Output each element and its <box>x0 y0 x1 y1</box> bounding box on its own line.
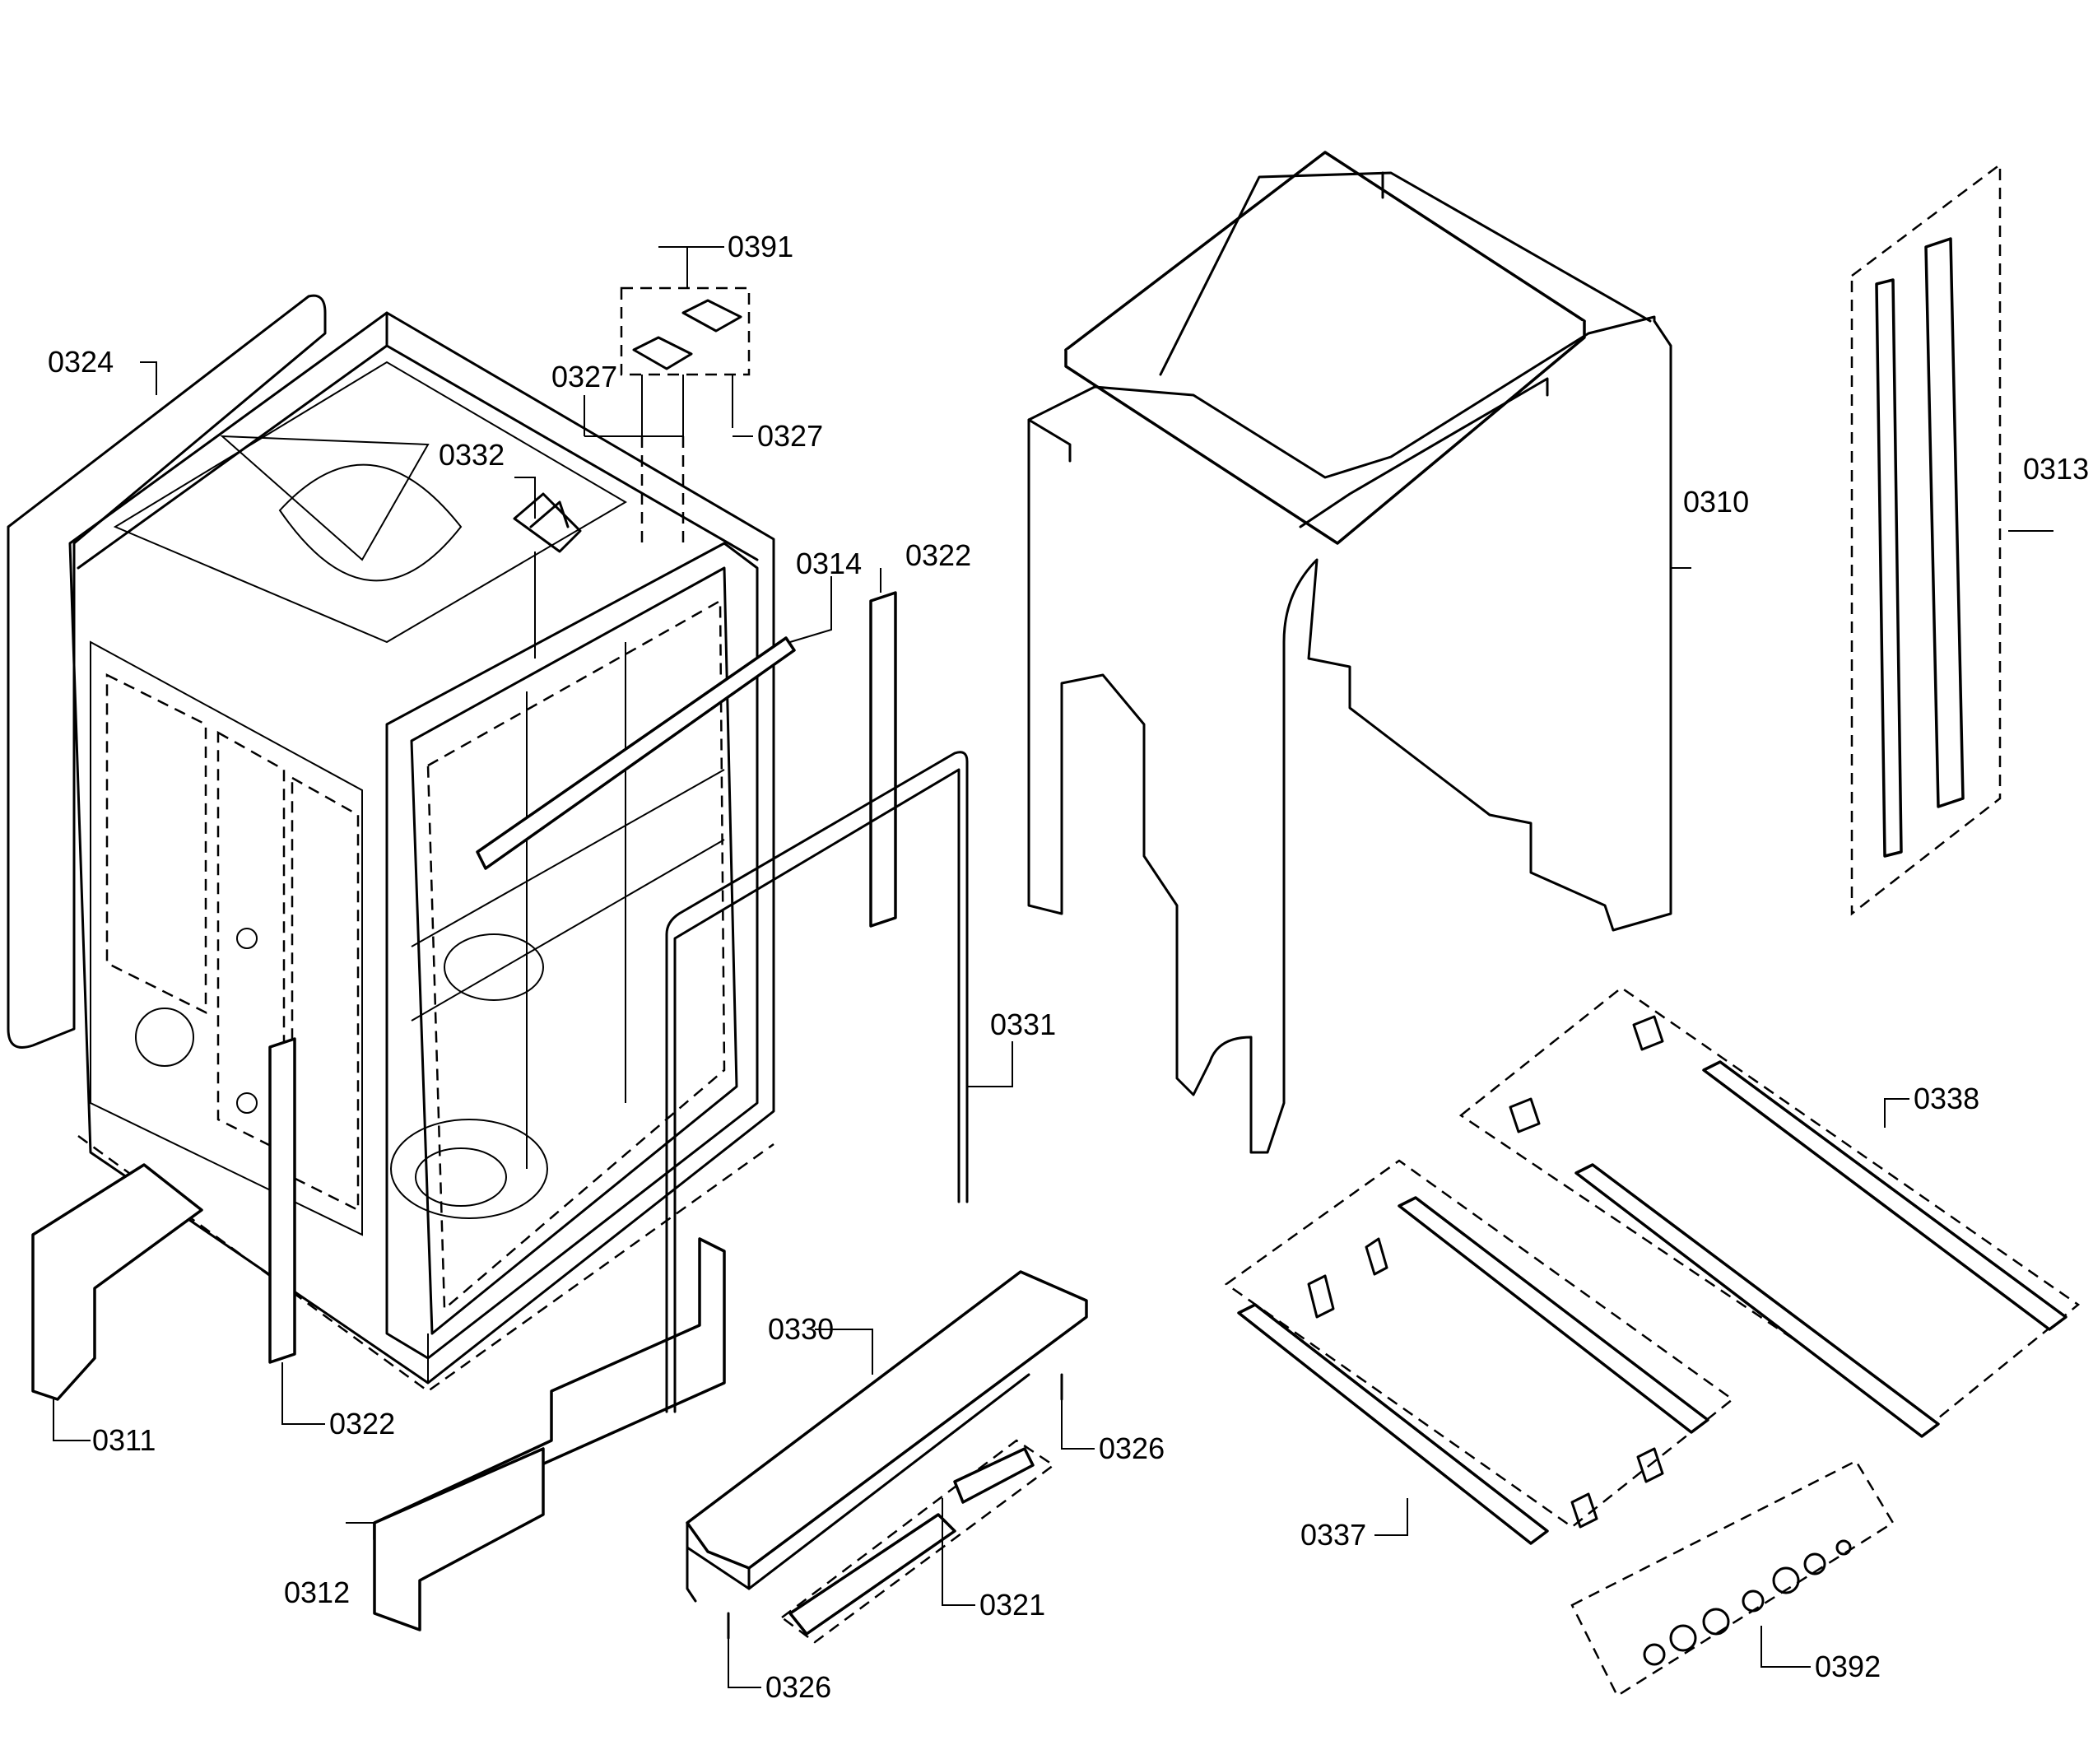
part-0311-shape <box>31 1163 203 1401</box>
part-0330-shape <box>686 1270 1088 1603</box>
label-0391: 0391 <box>728 230 793 263</box>
part-0337-group <box>1224 1159 1735 1545</box>
part-0313-group <box>1850 162 2002 916</box>
leader-lines <box>53 246 2053 1688</box>
label-0327-right: 0327 <box>757 419 823 453</box>
part-0326-screws <box>727 1373 1063 1640</box>
label-0337: 0337 <box>1300 1518 1366 1552</box>
label-0322-bottom: 0322 <box>329 1407 395 1441</box>
label-0322-top: 0322 <box>905 538 971 572</box>
part-0391-group <box>584 246 751 543</box>
label-0311: 0311 <box>92 1423 156 1457</box>
label-0324: 0324 <box>48 345 114 379</box>
label-0331: 0331 <box>990 1008 1056 1041</box>
part-0331-shape <box>665 751 969 1413</box>
label-0321: 0321 <box>979 1588 1045 1622</box>
label-0338: 0338 <box>1914 1082 1979 1115</box>
label-0326-top: 0326 <box>1099 1431 1165 1465</box>
part-labels: 0324 0391 0327 0327 0332 0314 0322 0310 … <box>48 230 2089 1704</box>
part-0324-shape <box>7 294 327 1049</box>
part-0338-group <box>1458 986 2081 1438</box>
label-0326-bottom: 0326 <box>765 1670 831 1704</box>
label-0332: 0332 <box>439 438 505 472</box>
part-0321-group <box>779 1439 1056 1644</box>
part-0310-shape <box>1027 151 1672 1154</box>
part-0392-group <box>1570 1459 1895 1697</box>
label-0312: 0312 <box>284 1575 350 1609</box>
part-0312-shape <box>373 1237 726 1631</box>
tub-assembly <box>68 311 775 1393</box>
label-0314: 0314 <box>796 547 862 580</box>
label-0392: 0392 <box>1815 1650 1881 1683</box>
label-0310: 0310 <box>1683 485 1749 519</box>
part-0332-shape <box>513 492 582 659</box>
label-0313: 0313 <box>2023 452 2089 486</box>
part-0322b-shape <box>268 1037 296 1364</box>
label-0327-left: 0327 <box>551 360 617 393</box>
part-0314-shape <box>476 636 796 870</box>
part-0322a-shape <box>869 591 897 928</box>
label-0330: 0330 <box>768 1312 834 1346</box>
